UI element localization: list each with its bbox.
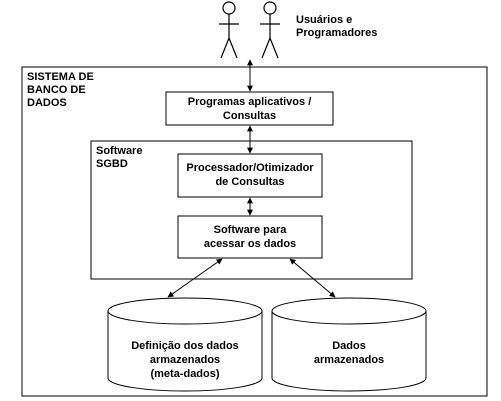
sgbd-label: Software SGBD	[96, 145, 143, 170]
access-software-box	[177, 215, 323, 259]
data-database-cylinder	[271, 297, 427, 392]
access-software-box-label: Software para acessar os dados	[203, 224, 297, 250]
arrow-access-data	[289, 258, 336, 298]
users-label: Usuários e Programadores	[296, 14, 378, 39]
metadata-database-cylinder	[107, 297, 263, 392]
arrow-access-metadata	[167, 258, 223, 298]
user-figure-1	[219, 1, 239, 59]
programs-box	[165, 91, 334, 126]
processor-box	[177, 153, 323, 198]
metadata-database-label: Definição dos dados armazenados (meta-da…	[131, 340, 239, 380]
programs-box-label: Programas aplicativos / Consultas	[187, 96, 312, 122]
data-database-label: Dados armazenados	[313, 340, 385, 366]
user-figure-2	[260, 1, 280, 59]
processor-box-label: Processador/Otimizador de Consultas	[186, 162, 314, 188]
system-label: SISTEMA DE BANCO DE DADOS	[27, 71, 94, 109]
system-boundary	[21, 66, 488, 397]
